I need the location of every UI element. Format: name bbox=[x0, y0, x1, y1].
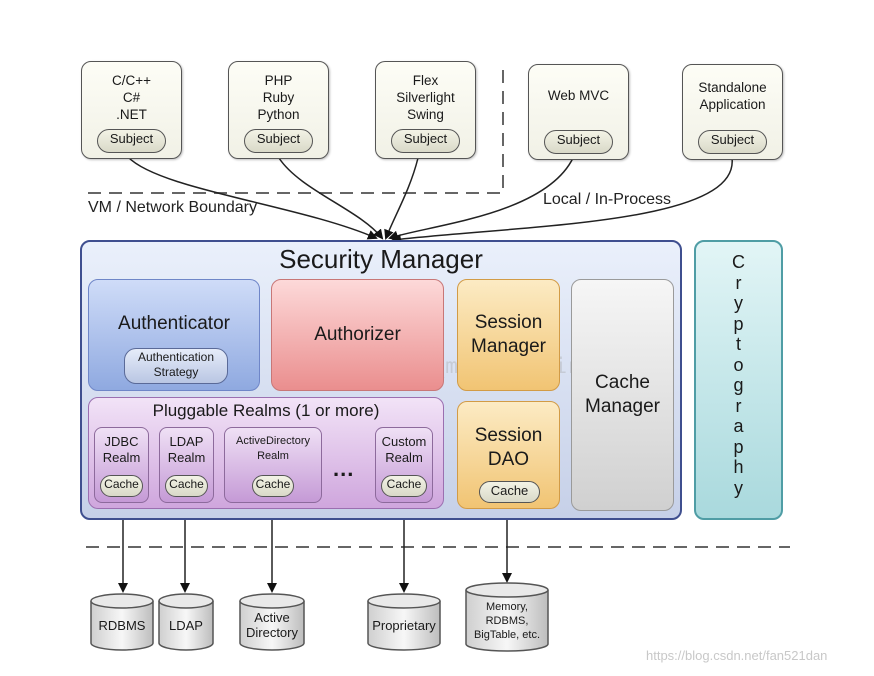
client-languages: Standalone Application bbox=[698, 80, 767, 112]
database-icon-rdbms bbox=[90, 593, 154, 651]
store-label-memory: Memory, RDBMS, BigTable, etc. bbox=[473, 601, 541, 641]
arrow-client-4 bbox=[388, 157, 574, 241]
client-box-php: PHP Ruby Python Subject bbox=[228, 61, 329, 159]
arrow-client-5 bbox=[391, 157, 733, 245]
realm-name: JDBC Realm bbox=[102, 434, 141, 465]
session-manager: Session Manager bbox=[457, 279, 560, 391]
cache-manager-label: Cache Manager bbox=[585, 372, 660, 417]
client-languages: Flex Silverlight Swing bbox=[396, 73, 455, 122]
pluggable-realms-title: Pluggable Realms (1 or more) bbox=[152, 401, 380, 420]
store-label-proprietary: Proprietary bbox=[372, 618, 436, 633]
local-in-process-label: Local / In-Process bbox=[543, 191, 672, 208]
client-languages: C/C++ C# .NET bbox=[111, 73, 152, 122]
realm-custom: Custom Realm Cache bbox=[375, 427, 433, 503]
authenticator: Authenticator Authentication Strategy bbox=[88, 279, 260, 391]
realm-name: LDAP Realm bbox=[167, 434, 206, 465]
subject-badge: Subject bbox=[391, 129, 460, 153]
store-label-active-directory: Active Directory bbox=[245, 610, 298, 640]
client-languages: PHP Ruby Python bbox=[257, 73, 300, 122]
client-languages: Web MVC bbox=[547, 88, 610, 103]
realm-cache: Cache bbox=[165, 475, 208, 497]
realm-cache: Cache bbox=[381, 475, 427, 497]
realm-cache: Cache bbox=[252, 475, 294, 497]
arrow-client-2 bbox=[278, 157, 384, 240]
authenticator-label: Authenticator bbox=[118, 313, 230, 334]
database-icon-ldap bbox=[158, 593, 214, 651]
subject-badge: Subject bbox=[97, 129, 166, 153]
realm-name: Custom Realm bbox=[381, 434, 427, 465]
authorizer-label: Authorizer bbox=[314, 324, 401, 345]
client-box-flex: Flex Silverlight Swing Subject bbox=[375, 61, 476, 159]
store-label-ldap: LDAP bbox=[169, 618, 203, 633]
security-manager-title: Security Manager bbox=[279, 244, 483, 274]
store-label-rdbms: RDBMS bbox=[98, 618, 146, 633]
vm-network-boundary-label: VM / Network Boundary bbox=[88, 199, 257, 216]
realms-ellipsis: ... bbox=[333, 456, 355, 481]
watermark-url: https://blog.csdn.net/fan521dan bbox=[646, 648, 828, 663]
vm-network-boundary-line bbox=[88, 62, 504, 194]
database-icon-memory bbox=[465, 582, 549, 652]
authorizer: Authorizer bbox=[271, 279, 444, 391]
session-dao-label: Session DAO bbox=[474, 425, 543, 470]
session-manager-label: Session Manager bbox=[471, 312, 546, 357]
session-dao: Session DAO Cache bbox=[457, 401, 560, 509]
cache-manager: Cache Manager bbox=[571, 279, 674, 511]
session-dao-cache: Cache bbox=[479, 481, 540, 503]
client-box-cpp: C/C++ C# .NET Subject bbox=[81, 61, 182, 159]
database-icon-proprietary bbox=[367, 593, 441, 651]
cryptography-label: C r y p t o g r a p h y bbox=[732, 252, 745, 498]
client-box-web-mvc: Web MVC Subject bbox=[528, 64, 629, 160]
subject-badge: Subject bbox=[544, 130, 613, 154]
realm-name: ActiveDirectory Realm bbox=[236, 435, 310, 462]
cryptography: C r y p t o g r a p h y bbox=[694, 240, 783, 520]
client-box-standalone: Standalone Application Subject bbox=[682, 64, 783, 160]
authentication-strategy: Authentication Strategy bbox=[124, 348, 228, 384]
arrow-client-1 bbox=[127, 156, 378, 240]
subject-badge: Subject bbox=[244, 129, 313, 153]
realm-jdbc: JDBC Realm Cache bbox=[94, 427, 149, 503]
realm-cache: Cache bbox=[100, 475, 143, 497]
realm-active-directory: ActiveDirectory Realm Cache bbox=[224, 427, 322, 503]
database-icon-active-directory bbox=[239, 593, 305, 651]
subject-badge: Subject bbox=[698, 130, 767, 154]
realm-ldap: LDAP Realm Cache bbox=[159, 427, 214, 503]
